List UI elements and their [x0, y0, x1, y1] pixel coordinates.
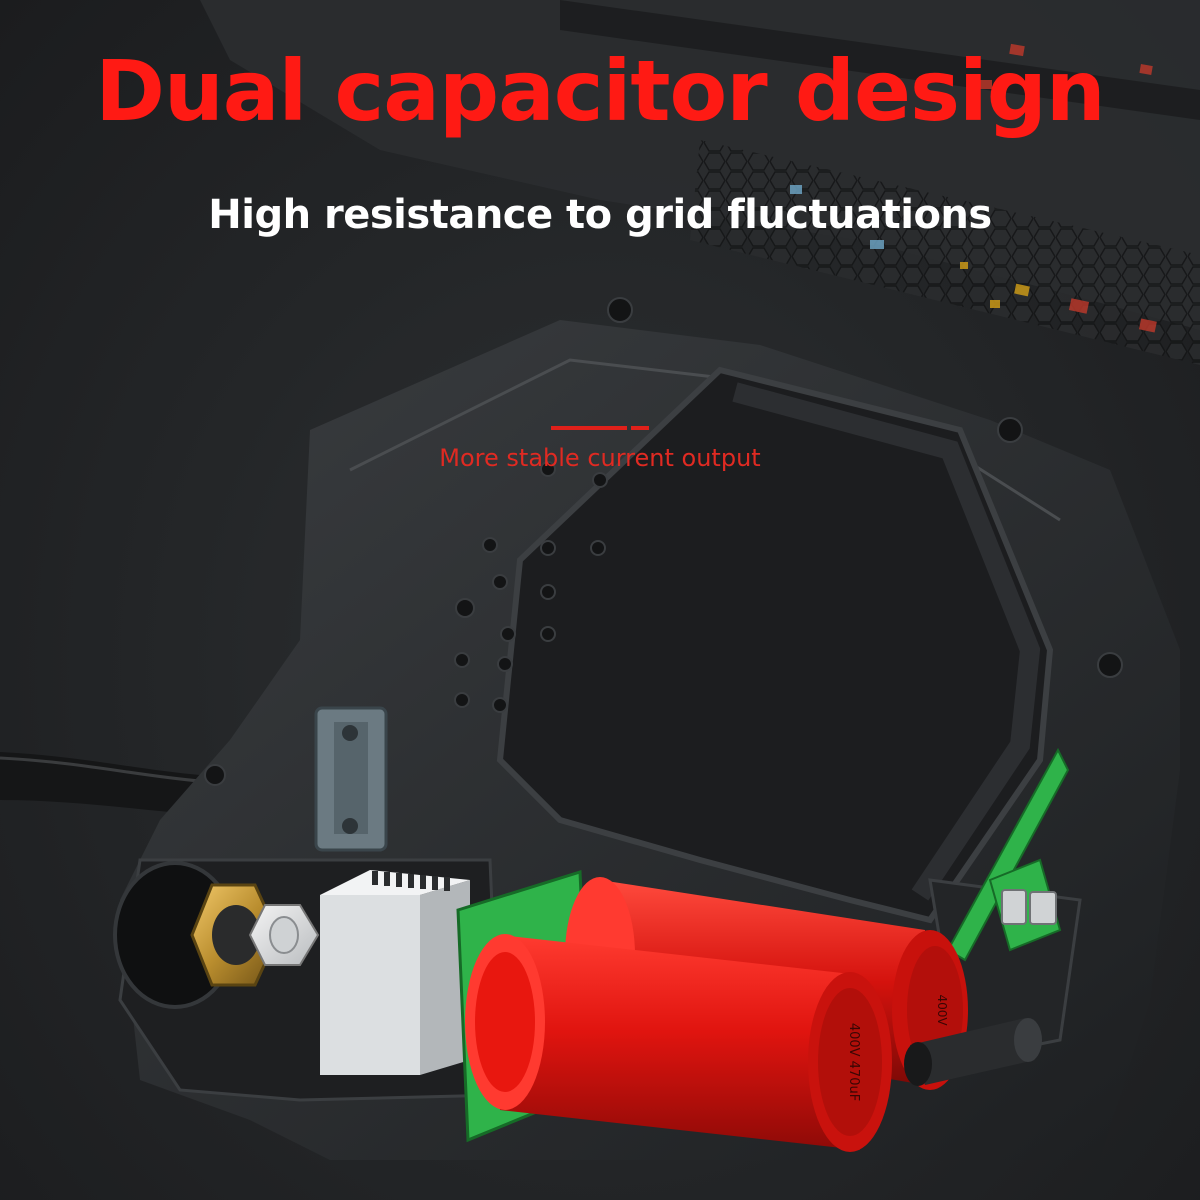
capacitor-marking-2: 400V [935, 994, 949, 1026]
top-casing [200, 0, 1200, 365]
subheadline: High resistance to grid fluctuations [208, 192, 992, 238]
capacitor-marking: 400V 470uF [846, 1023, 861, 1101]
mounting-posts [904, 1018, 1042, 1086]
callout-line [551, 426, 649, 430]
capacitor-front: 400V 470uF 400V [465, 934, 949, 1152]
callout-label: More stable current output [439, 444, 761, 472]
metal-bracket [314, 706, 388, 852]
rear-terminal [113, 861, 320, 1009]
rectifier-block [320, 870, 470, 1075]
power-cable [0, 752, 210, 815]
headline: Dual capacitor design [95, 42, 1105, 140]
